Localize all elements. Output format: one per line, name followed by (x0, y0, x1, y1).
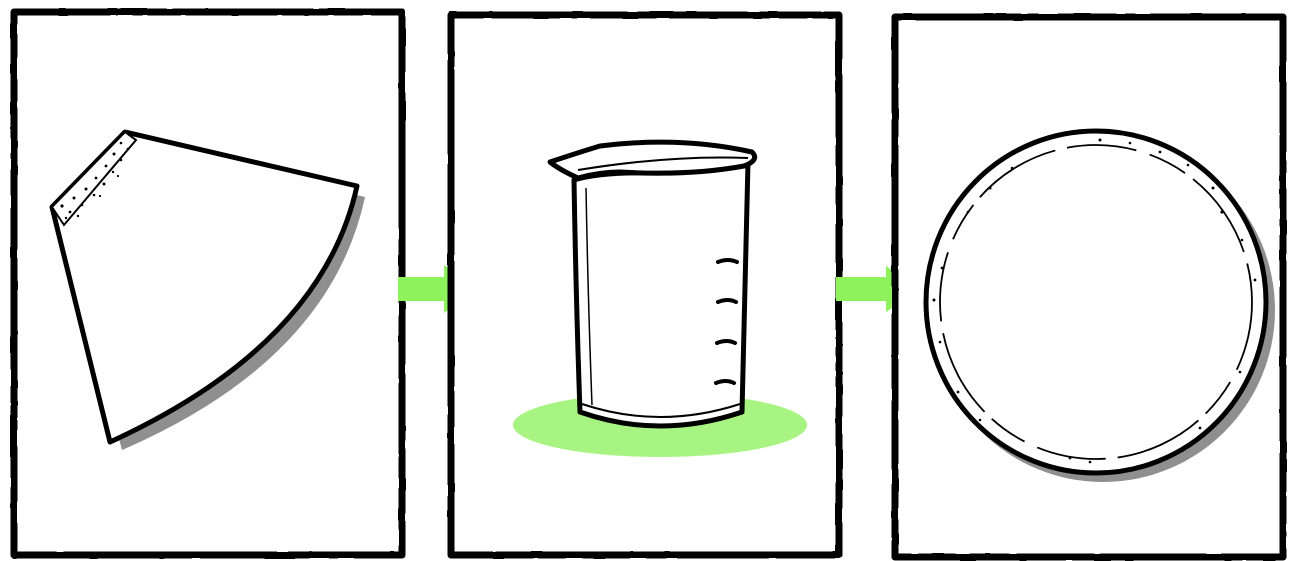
beaker-panel (451, 15, 839, 555)
round-plate-panel (895, 17, 1283, 557)
filter-paper-sector-panel (14, 12, 402, 555)
measuring-beaker-icon (550, 142, 755, 426)
